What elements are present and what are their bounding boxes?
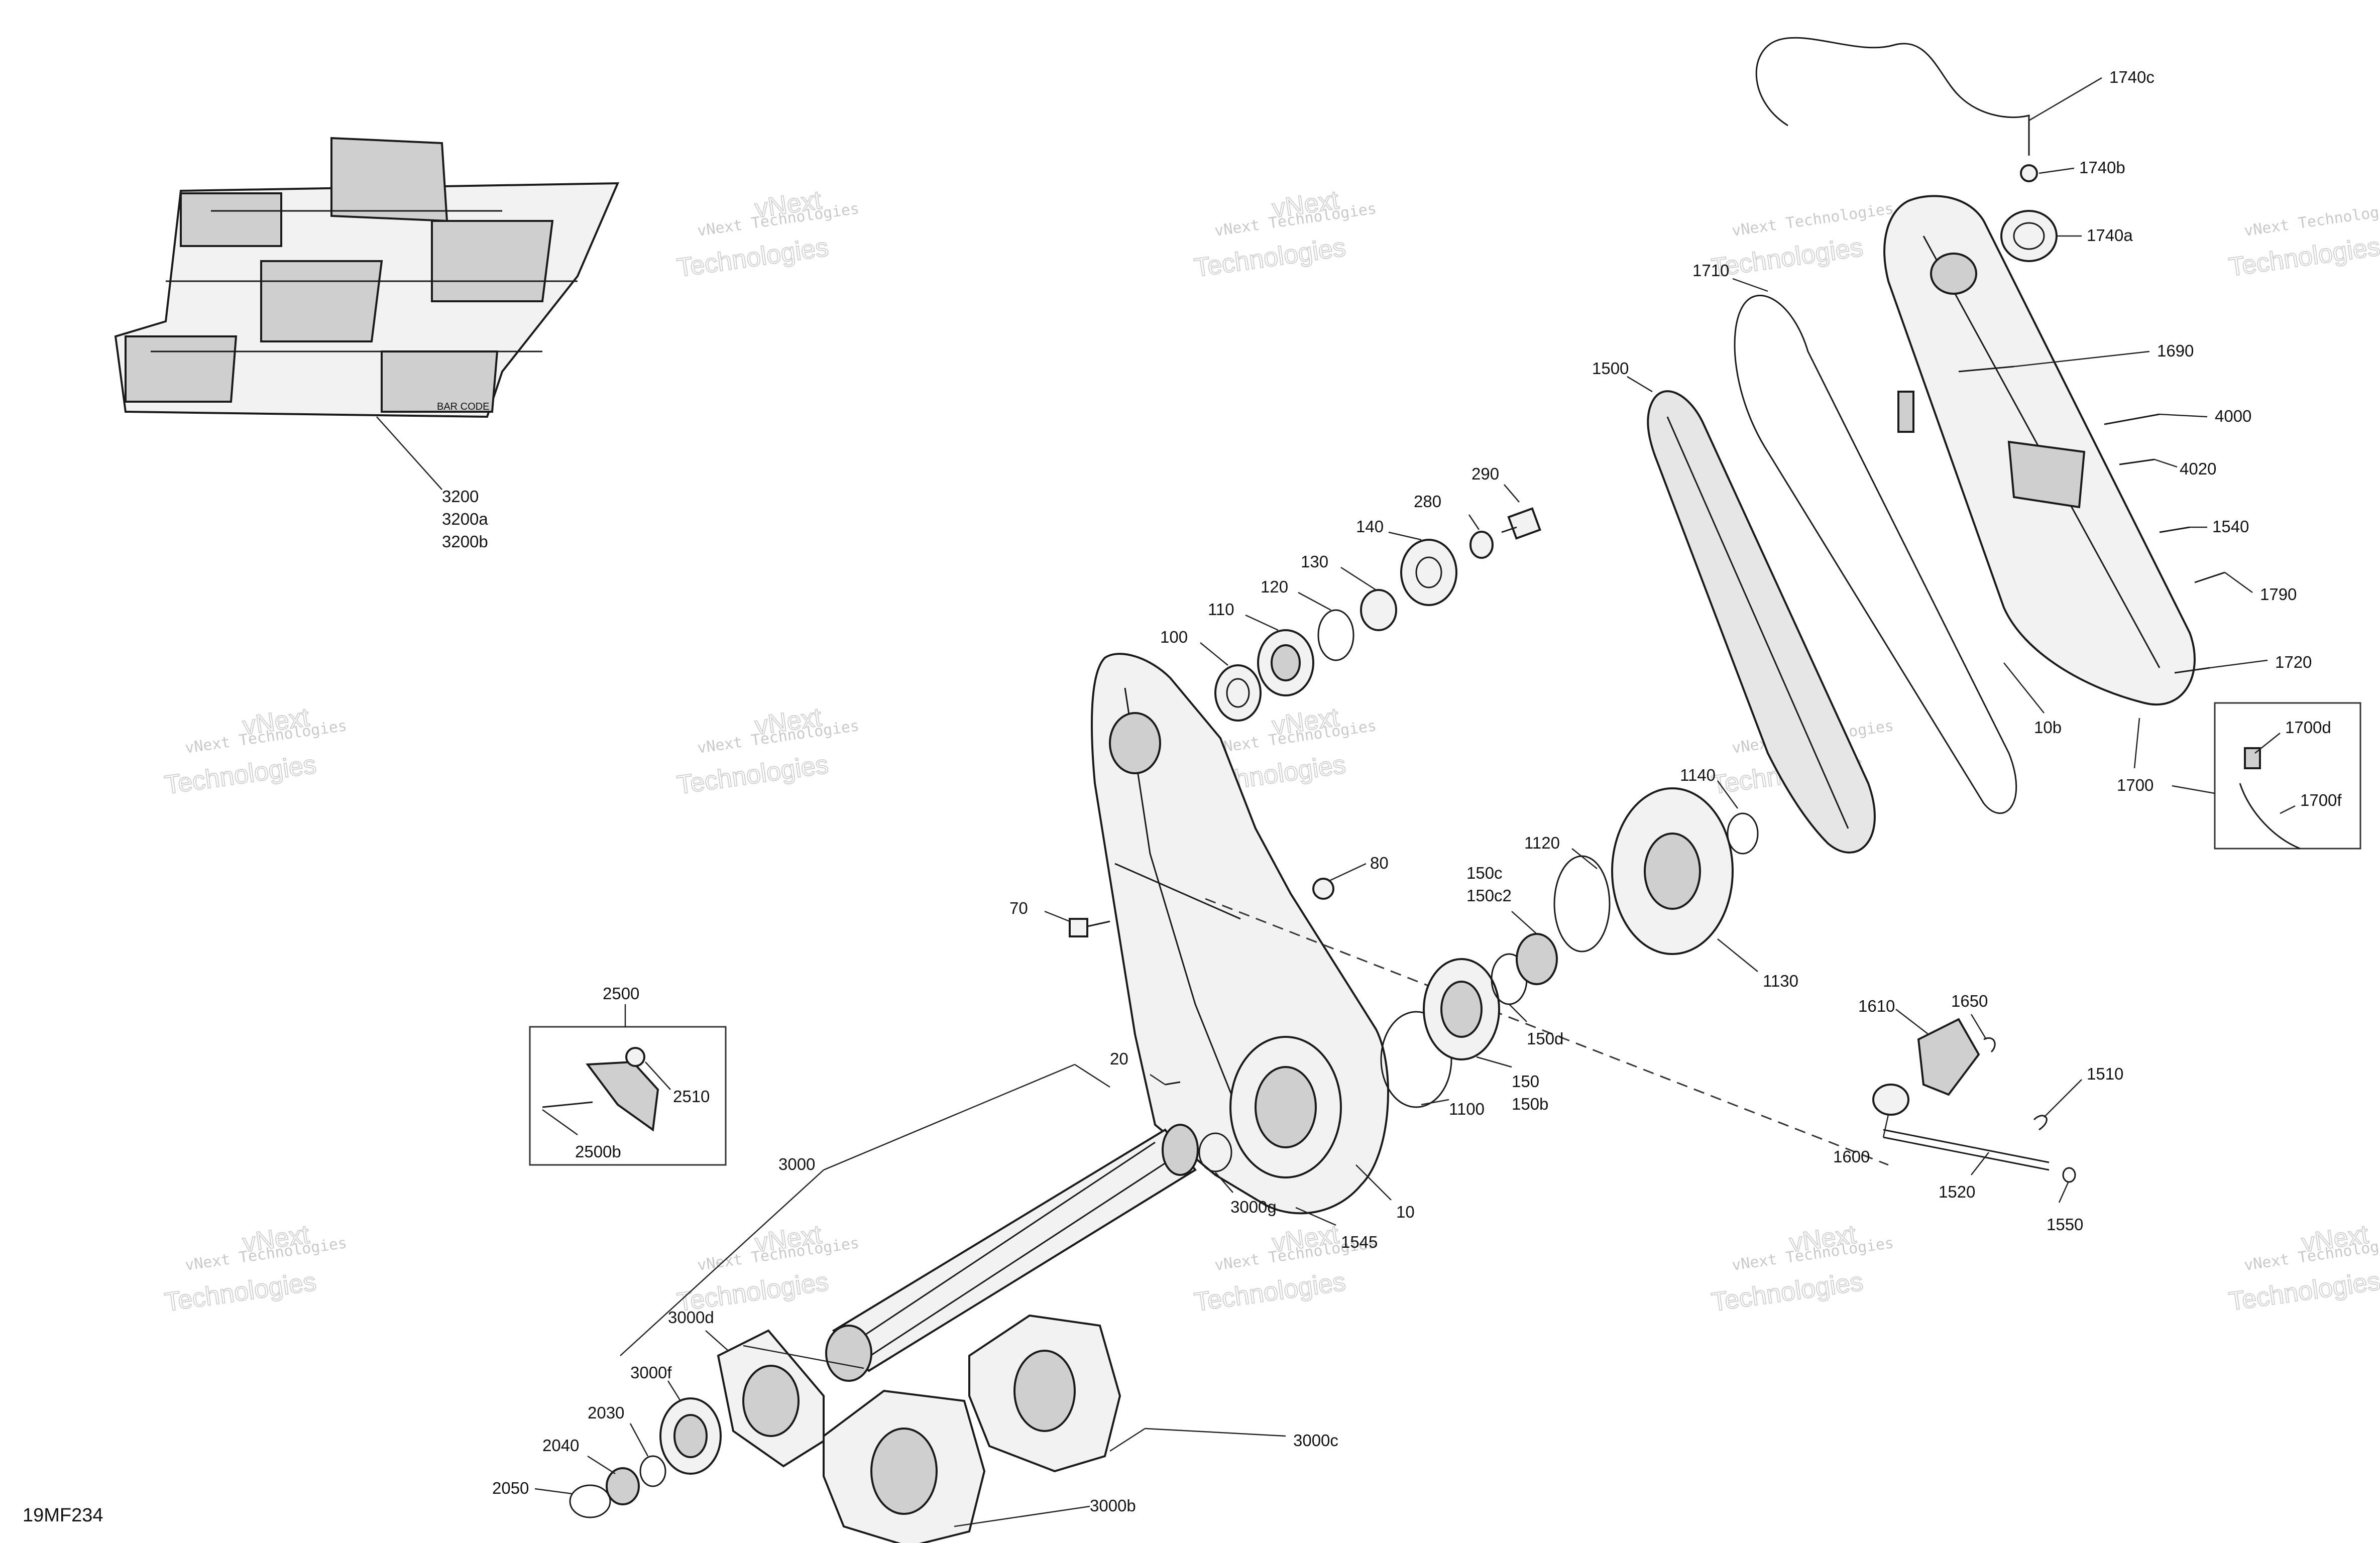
callout-1500: 1500 <box>1592 359 1629 378</box>
callout-1130: 1130 <box>1763 972 1798 990</box>
chaincase-housing <box>1091 653 1389 1215</box>
callout-1550: 1550 <box>2047 1215 2083 1234</box>
driven-sprocket-stack: 80 70 1120 150c 150c2 1140 1130 150d 150… <box>1009 766 1798 1118</box>
callout-140: 140 <box>1356 517 1384 536</box>
callout-1540: 1540 <box>2212 517 2249 536</box>
callout-3000g: 3000g <box>1230 1198 1277 1216</box>
chaincase-cover-assembly: 1740c 1740b 1740a 1710 1500 1690 4000 40… <box>1592 37 2361 854</box>
callout-1510: 1510 <box>2087 1064 2123 1083</box>
callout-2030: 2030 <box>588 1403 624 1422</box>
callout-10: 10 <box>1396 1203 1415 1221</box>
watermark-text: Technologies <box>2227 232 2380 282</box>
callout-1610: 1610 <box>1858 997 1895 1015</box>
drawing-code: 19MF234 <box>23 1505 103 1526</box>
callout-1710: 1710 <box>1692 261 1729 280</box>
callout-150b: 150b <box>1512 1095 1548 1113</box>
drive-shaft-assembly: 3000 3000g 10 1545 3000d 3000f 2030 2040… <box>492 1063 1415 1543</box>
callout-1790: 1790 <box>2260 585 2297 604</box>
callout-120: 120 <box>1261 577 1288 596</box>
callout-280: 280 <box>1414 492 1441 511</box>
assembly-axis-line <box>1205 898 1889 1166</box>
callout-150d: 150d <box>1527 1029 1563 1048</box>
watermark-text: Technologies <box>1193 232 1348 283</box>
detail-box-2500: 2500 2510 2500b <box>529 984 727 1166</box>
watermark-text: Technologies <box>1710 1267 1865 1317</box>
watermark-text: Technologies <box>675 750 831 800</box>
watermark-text: Technologies <box>2227 1266 2380 1317</box>
callout-20: 20 <box>1110 1049 1128 1068</box>
watermark-text: Technologies <box>675 232 831 283</box>
upper-sprocket-stack: 290 280 140 130 120 110 100 <box>1160 464 1541 722</box>
callout-2510: 2510 <box>673 1087 710 1106</box>
callout-1740a: 1740a <box>2087 226 2133 245</box>
callout-3200a: 3200a <box>442 510 488 528</box>
callout-1100: 1100 <box>1449 1100 1485 1118</box>
callout-1700f: 1700f <box>2300 791 2342 809</box>
watermark-text: Technologies <box>163 750 318 800</box>
callout-100: 100 <box>1160 628 1188 646</box>
watermark-text: Technologies <box>1193 1267 1348 1317</box>
callout-3200b: 3200b <box>442 532 488 551</box>
callout-1740c: 1740c <box>2109 68 2155 86</box>
callout-2040: 2040 <box>542 1436 579 1455</box>
tensioner-assembly: 1610 1650 1510 1600 1520 1550 <box>1833 992 2123 1234</box>
watermark-text: vNext Technologies <box>1731 200 1895 240</box>
callout-3000: 3000 <box>778 1155 815 1173</box>
bar-code-label: BAR CODE <box>437 401 489 412</box>
callout-150c2: 150c2 <box>1466 886 1512 905</box>
callout-150c: 150c <box>1466 864 1503 882</box>
callout-3200: 3200 <box>442 487 479 506</box>
callout-3000b: 3000b <box>1090 1496 1136 1515</box>
watermark-text: Technologies <box>1710 232 1865 283</box>
callout-1120: 1120 <box>1524 834 1560 852</box>
callout-70: 70 <box>1009 899 1028 917</box>
callout-1545: 1545 <box>1341 1233 1378 1251</box>
callout-1140: 1140 <box>1680 766 1716 784</box>
callout-1740b: 1740b <box>2079 158 2125 177</box>
callout-2500b: 2500b <box>575 1142 621 1161</box>
callout-1520: 1520 <box>1939 1182 1975 1201</box>
callout-1690: 1690 <box>2157 341 2194 360</box>
callout-110: 110 <box>1208 600 1234 619</box>
callout-150: 150 <box>1512 1072 1539 1091</box>
callout-1650: 1650 <box>1951 992 1988 1010</box>
callout-2500: 2500 <box>603 984 639 1003</box>
callout-80: 80 <box>1370 854 1389 872</box>
callout-1700d: 1700d <box>2285 718 2331 737</box>
callout-3000f: 3000f <box>630 1363 672 1382</box>
callout-3000d: 3000d <box>668 1308 714 1327</box>
callout-10b: 10b <box>2034 718 2062 737</box>
callout-2050: 2050 <box>492 1479 529 1497</box>
callout-4020: 4020 <box>2180 459 2216 478</box>
decal-3200: BAR CODE 3200 3200a 3200b <box>114 137 620 551</box>
watermark-text: Technologies <box>163 1267 318 1317</box>
callout-290: 290 <box>1471 464 1499 483</box>
callout-1720: 1720 <box>2275 653 2312 671</box>
detail-box-1700d <box>2214 702 2361 850</box>
callout-1600: 1600 <box>1833 1147 1870 1166</box>
watermark-text: vNext Technologies <box>2243 200 2380 240</box>
callout-130: 130 <box>1301 552 1328 571</box>
callout-4000: 4000 <box>2215 407 2251 425</box>
callout-1700: 1700 <box>2117 776 2154 794</box>
callout-3000c: 3000c <box>1293 1431 1338 1450</box>
